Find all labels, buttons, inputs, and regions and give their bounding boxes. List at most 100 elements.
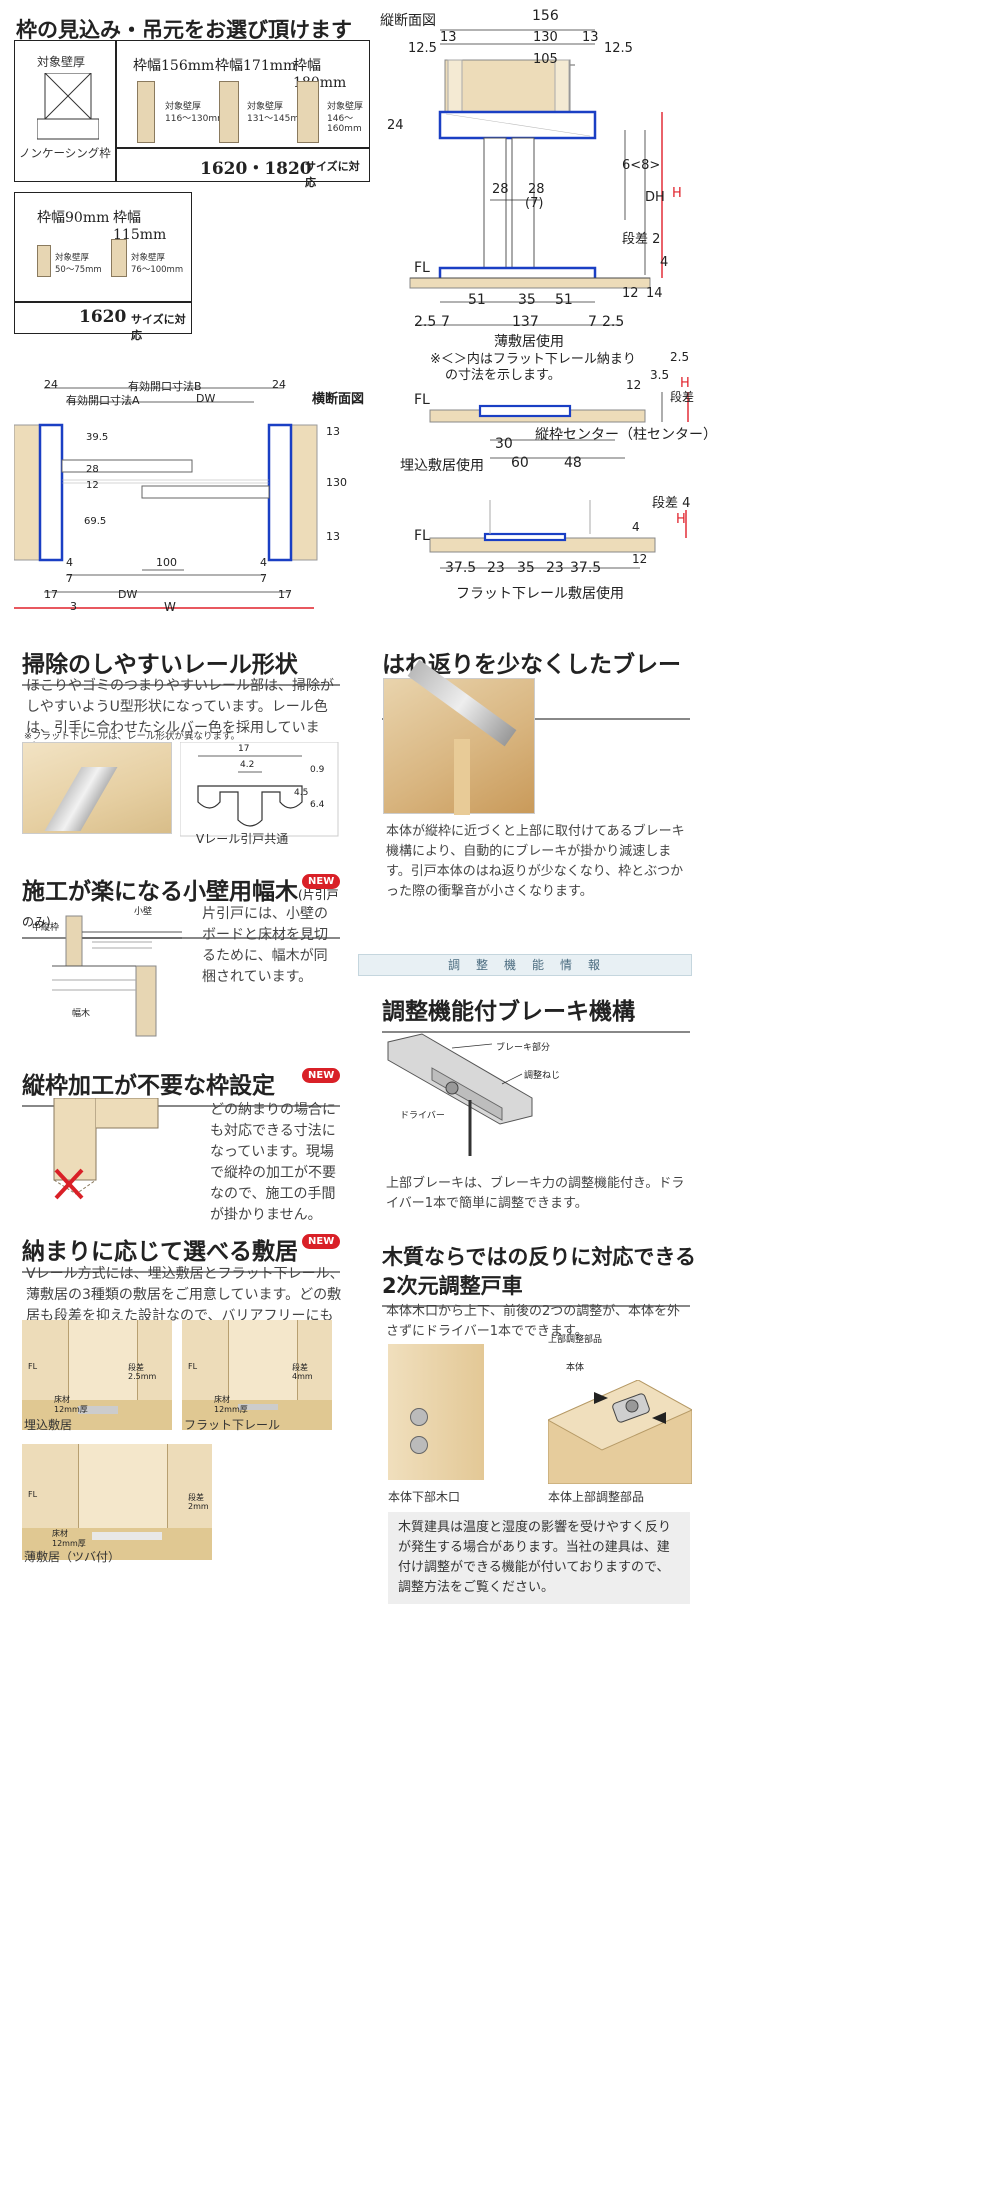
rail-dim-09: 0.9 bbox=[310, 765, 325, 775]
embedded-sill-drawing bbox=[429, 392, 689, 459]
rail-photo bbox=[22, 742, 172, 834]
rail-profile-drawing bbox=[180, 742, 339, 837]
w180-frame bbox=[297, 81, 319, 143]
adjust-brake-label-driver: ドライバー bbox=[400, 1111, 445, 1121]
vs-dim-125a: 12.5 bbox=[408, 41, 437, 56]
w90-sub: 対象壁厚 bbox=[55, 253, 90, 263]
sill-p2-step: 段差 bbox=[292, 1363, 308, 1372]
vs-dim-25a: 2.5 bbox=[414, 314, 437, 330]
adjust-brake-body: 上部ブレーキは、ブレーキ力の調整機能付き。ドライバー1本で簡単に調整できます。 bbox=[386, 1176, 685, 1211]
horizontal-section-drawing bbox=[14, 387, 318, 609]
vs-dim-28a: 28 bbox=[492, 182, 509, 197]
adjust-banner: 調 整 機 能 情 報 bbox=[358, 954, 692, 976]
sill-p2-fl: FL bbox=[188, 1362, 198, 1371]
hs-dim-695: 69.5 bbox=[84, 516, 107, 527]
baseboard-title-main: 施工が楽になる小壁用幅木 bbox=[22, 879, 298, 905]
vs-dim-step2: 段差 2 bbox=[622, 232, 661, 247]
es-dim-25: 2.5 bbox=[670, 350, 690, 364]
frame-setting-title: 縦枠加工が不要な枠設定 bbox=[22, 1066, 340, 1107]
baseboard-new-badge: NEW bbox=[302, 874, 341, 889]
vs-dim-6-8: 6<8> bbox=[622, 158, 661, 173]
fr-dim-12: 12 bbox=[632, 552, 648, 566]
hs-dim-dw2: DW bbox=[118, 588, 138, 601]
hs-dim-7b: 7 bbox=[260, 572, 267, 585]
fr-caption: フラット下レール敷居使用 bbox=[456, 586, 624, 602]
roller-photo-left bbox=[388, 1344, 484, 1480]
sill-panel-thin bbox=[22, 1444, 212, 1560]
hs-dim-b: 有効開口寸法B bbox=[128, 380, 202, 393]
fr-step4: 段差 4 bbox=[652, 496, 691, 511]
hs-dim-w: W bbox=[164, 600, 176, 614]
vs-dim-dh: DH bbox=[645, 190, 665, 205]
sill-p1-step: 段差 bbox=[128, 1363, 144, 1372]
fr-h: H bbox=[676, 512, 686, 527]
es-center: 縦枠センター（柱センター） bbox=[535, 427, 717, 443]
frame-width-table: 対象壁厚 ノンケーシング枠 枠幅156mm 対象壁厚 116〜130mm 枠幅1… bbox=[14, 40, 370, 189]
es-dim-30: 30 bbox=[495, 436, 513, 452]
sill-p2-caption: フラット下レール bbox=[184, 1418, 281, 1432]
sill-panel-flat bbox=[182, 1320, 332, 1430]
sill-p3-floorval: 12mm厚 bbox=[52, 1539, 86, 1548]
rail-section-title: 掃除のしやすいレール形状 bbox=[22, 645, 340, 686]
vs-note1: ※＜＞内はフラット下レール納まり bbox=[430, 352, 636, 367]
noncasing-frame-drawing bbox=[37, 73, 99, 140]
sill-p1-floor: 床材 bbox=[54, 1395, 70, 1404]
w90-range: 50〜75mm bbox=[55, 265, 102, 275]
w171-label: 枠幅171mm bbox=[215, 58, 297, 74]
rail-section-note: ※フラット下レールは、レール形状が異なります。 bbox=[24, 731, 241, 742]
hs-dim-dw: DW bbox=[196, 392, 216, 405]
vs-dim-156: 156 bbox=[532, 8, 559, 24]
adjust-brake-label-part: ブレーキ部分 bbox=[496, 1043, 551, 1053]
fr-dim-375a: 37.5 bbox=[445, 560, 477, 576]
fr-dim-23b: 23 bbox=[546, 560, 564, 576]
sill-panel-embedded bbox=[22, 1320, 172, 1430]
vs-dim-14: 14 bbox=[646, 286, 663, 301]
vs-dim-h: H bbox=[672, 186, 682, 201]
rail-dim-17: 17 bbox=[238, 744, 250, 754]
fr-fl: FL bbox=[414, 528, 430, 544]
w90-label: 枠幅90mm bbox=[37, 210, 110, 226]
w180-range: 146〜160mm bbox=[327, 114, 362, 134]
size2-big: 1620 bbox=[79, 307, 127, 327]
sill-p2-floor: 床材 bbox=[214, 1395, 230, 1404]
w156-frame bbox=[137, 81, 155, 143]
es-fl: FL bbox=[414, 392, 430, 408]
sill-p2-floorval: 12mm厚 bbox=[214, 1405, 248, 1414]
brake-photo bbox=[383, 659, 535, 815]
w171-range: 131〜145mm bbox=[247, 114, 308, 124]
roller-caption-right: 本体上部調整部品 bbox=[548, 1490, 645, 1504]
vs-dim-28b: 28 bbox=[528, 182, 545, 197]
w171-sub: 対象壁厚 bbox=[247, 102, 284, 112]
sill-new-badge: NEW bbox=[302, 1234, 341, 1249]
frame-width-table-2: 枠幅90mm 対象壁厚 50〜75mm 枠幅115mm 対象壁厚 76〜100m… bbox=[14, 192, 192, 342]
frame-setting-body: どの納まりの場合にも対応できる寸法になっています。現場で縦枠の加工が不要なので、… bbox=[210, 1102, 336, 1223]
w156-sub: 対象壁厚 bbox=[165, 102, 202, 112]
noncasing-caption: ノンケーシング枠 bbox=[19, 146, 111, 160]
vs-dim-35: 35 bbox=[518, 292, 536, 308]
w90-frame bbox=[37, 245, 51, 277]
horizontal-section-title: 横断面図 bbox=[312, 392, 365, 407]
vs-dim-125b: 12.5 bbox=[604, 41, 633, 56]
hs-dim-130: 130 bbox=[326, 476, 347, 489]
vs-caption: 薄敷居使用 bbox=[494, 334, 564, 350]
w115-label: 枠幅115mm bbox=[113, 210, 167, 243]
roller-caption-left: 本体下部木口 bbox=[388, 1490, 461, 1504]
w156-label: 枠幅156mm bbox=[133, 58, 215, 74]
vs-dim-4: 4 bbox=[660, 255, 669, 270]
hs-dim-7a: 7 bbox=[66, 572, 73, 585]
frame-setting-drawing bbox=[53, 1098, 159, 1200]
roller-photo-right bbox=[548, 1380, 692, 1484]
vs-dim-7: (7) bbox=[525, 196, 544, 211]
roller-body: 本体木口から上下、前後の2つの調整が、本体を外さずにドライバー1本でできます。 bbox=[386, 1304, 681, 1339]
sill-p3-stepval: 2mm bbox=[188, 1502, 209, 1511]
es-dim-60: 60 bbox=[511, 455, 529, 471]
adjust-brake-title: 調整機能付ブレーキ機構 bbox=[382, 992, 690, 1033]
hs-dim-a: 有効開口寸法A bbox=[66, 394, 140, 407]
brake-section-body: 本体が縦枠に近づくと上部に取付けてあるブレーキ機構により、自動的にブレーキが掛か… bbox=[386, 824, 685, 899]
hs-dim-13b: 13 bbox=[326, 530, 340, 543]
hs-dim-4b: 4 bbox=[260, 556, 267, 569]
w115-sub: 対象壁厚 bbox=[131, 253, 166, 263]
vs-dim-7b: 7 bbox=[588, 314, 597, 330]
vs-dim-25b: 2.5 bbox=[602, 314, 625, 330]
fr-dim-375b: 37.5 bbox=[570, 560, 602, 576]
